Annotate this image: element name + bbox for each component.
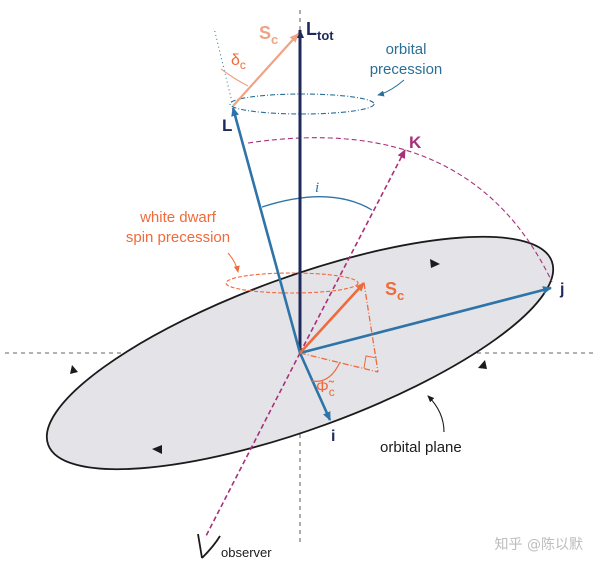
observer-label: observer (221, 545, 272, 560)
sc-vector-arrow (299, 282, 365, 354)
l-label: L (222, 116, 232, 135)
observer-line-of-sight (205, 352, 301, 537)
wd-spin-precession-label-line2: spin precession (126, 229, 230, 246)
orbital-precession-ellipse (229, 93, 375, 115)
ellipse-direction-arrow-bottom (152, 445, 162, 454)
right-angle-marker (363, 355, 378, 369)
inclination-i-label: i (315, 180, 319, 196)
ellipse-direction-arrow-left (70, 365, 78, 374)
ellipse-direction-arrow-right (478, 360, 487, 369)
j-label: j (559, 281, 564, 298)
orbital-plane-pointer-arrow (427, 395, 445, 433)
l-axis-dotted-extension (213, 27, 233, 103)
i-vector-label: i (331, 428, 335, 445)
j-vector-arrow (299, 286, 552, 355)
ellipse-direction-arrow-top (430, 259, 440, 268)
delta-c-label: δc (231, 52, 246, 72)
orbital-precession-pointer-arrow (377, 79, 405, 97)
k-vector-arrow (299, 149, 406, 354)
sc-projection-to-origin (299, 352, 379, 373)
orbital-precession-label-line1: orbital (386, 41, 427, 58)
sc-top-label: Sc (259, 23, 278, 47)
wd-spin-precession-label-line1: white dwarf (139, 209, 217, 226)
orbital-precession-label-line2: precession (370, 61, 443, 78)
watermark: 知乎 @陈以默 (495, 536, 583, 553)
sc-label: Sc (385, 279, 404, 303)
sc-projection-vertical (363, 282, 379, 373)
observer-eye-symbol (197, 533, 221, 559)
i-vector-arrow (298, 352, 332, 421)
inclination-angle-arc (261, 196, 373, 211)
l-tot-label: Ltot (306, 19, 334, 43)
phi-c-angle-arc (311, 361, 341, 382)
k-to-j-dashed-arc (247, 137, 553, 283)
l-vector-arrow (231, 107, 302, 354)
sc-top-vector-arrow (232, 33, 299, 107)
wd-precession-pointer-arrow (227, 252, 240, 273)
k-label: K (409, 133, 422, 152)
delta-c-angle-arc (220, 68, 249, 87)
orbital-plane-label: orbital plane (380, 439, 462, 456)
